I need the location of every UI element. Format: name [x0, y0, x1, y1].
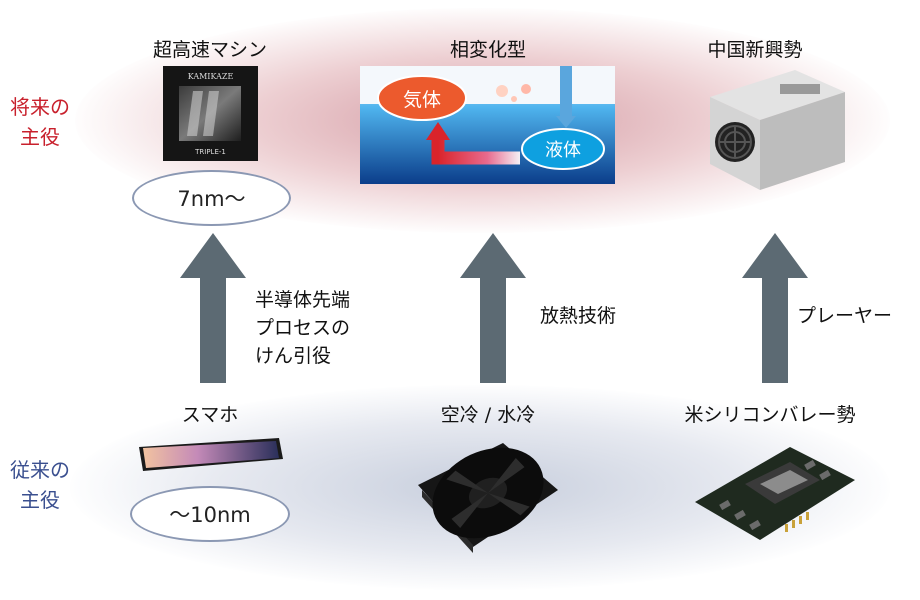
caption-line-3: けん引役 [255, 345, 332, 367]
gpu-board-image [690, 432, 860, 552]
past-label-line-2: 主役 [20, 488, 60, 512]
arrow-up-2 [460, 233, 526, 383]
arrow-up-3 [742, 233, 808, 383]
arrow-3-caption: プレーヤー [797, 305, 893, 327]
smartphone-title: スマホ [181, 404, 239, 426]
chinese-startups-title: 中国新興勢 [707, 39, 803, 61]
future-label-line-2: 主役 [20, 125, 60, 149]
caption-line-1: 半導体先端 [255, 289, 351, 311]
supercomputer-title: 超高速マシン [152, 39, 267, 61]
arrow-2-caption: 放熱技術 [540, 305, 617, 327]
arrow-1-caption: 半導体先端 プロセスの けん引役 [255, 286, 350, 370]
air-water-cooling-title: 空冷 / 水冷 [440, 404, 536, 426]
chip-brand-text: KAMIKAZE [188, 72, 234, 81]
caption-line-2: プロセスの [255, 317, 351, 339]
top-process-node-text: 7nm〜 [177, 187, 246, 211]
supercomputer-chip-image: KAMIKAZE TRIPLE-1 [163, 66, 258, 161]
future-protagonist-label: 将来の 主役 [0, 92, 80, 152]
top-process-node-oval: 7nm〜 [132, 170, 291, 226]
past-protagonist-label: 従来の 主役 [0, 455, 80, 515]
silicon-valley-title: 米シリコンバレー勢 [684, 404, 856, 426]
mining-rig-image [685, 62, 855, 192]
cooling-fan-image [408, 435, 568, 555]
phase-change-image: 気体 液体 [360, 66, 615, 184]
gas-label: 気体 [403, 89, 441, 111]
chip-model-text: TRIPLE-1 [194, 148, 226, 156]
smartphone-image [133, 435, 285, 475]
arrow-up-1 [180, 233, 246, 383]
phase-change-title: 相変化型 [449, 39, 526, 61]
past-label-line-1: 従来の [10, 458, 70, 482]
bottom-process-node-text: 〜10nm [169, 503, 251, 527]
bottom-process-node-oval: 〜10nm [130, 486, 290, 542]
future-label-line-1: 将来の [10, 95, 70, 119]
liquid-label: 液体 [545, 140, 581, 161]
